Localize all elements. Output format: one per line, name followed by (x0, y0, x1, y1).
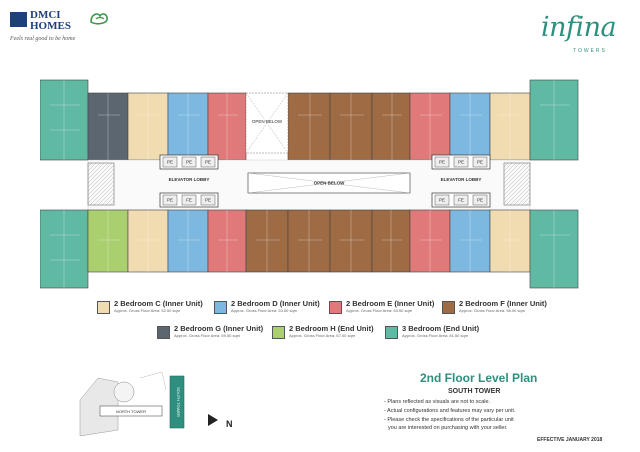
north-letter: N (226, 419, 233, 429)
north-tower-label: NORTH TOWER (116, 409, 146, 414)
elevator-lobby-left-label: ELEVATOR LOBBY (169, 177, 210, 182)
plan-notes: - Plans reflected as visuals are not to … (384, 398, 614, 433)
elevator-tag: PE (439, 160, 445, 165)
legend-swatch (214, 301, 227, 314)
note-line: - Actual configurations and features may… (384, 407, 516, 414)
elevator-tag: FE (458, 198, 464, 203)
legend-swatch (442, 301, 455, 314)
infina-brand-subtitle: TOWERS (573, 48, 607, 54)
dmci-homes-logo: DMCI HOMES Feels real good to be home (10, 10, 128, 50)
tagline: Feels real good to be home (10, 36, 76, 42)
legend-item-2br-d: 2 Bedroom D (Inner Unit) Approx. Gross F… (214, 299, 354, 318)
legend-item-2br-f: 2 Bedroom F (Inner Unit) Approx. Gross F… (442, 299, 557, 318)
legend-name: 3 Bedroom (End Unit) (402, 324, 480, 333)
elevator-tag: PE (458, 160, 464, 165)
note-line: you are interested on purchasing with yo… (388, 425, 508, 432)
upper-unit-row (40, 79, 579, 161)
infina-brand-title: infina (541, 12, 617, 43)
legend-area: Approx. Gross Floor Area: 53.50 sqm (346, 308, 413, 313)
elevator-tag: PE (477, 198, 483, 203)
legend-item-2br-h: 2 Bedroom H (End Unit) Approx. Gross Flo… (272, 324, 412, 343)
unit-2br-f-upper-3 (371, 92, 411, 161)
elevator-tag: PE (439, 198, 445, 203)
legend-area: Approx. Gross Floor Area: 67.00 sqm (289, 333, 356, 338)
building-icon (10, 12, 27, 27)
open-below-top: OPEN BELOW (245, 92, 289, 154)
legend-swatch (157, 326, 170, 339)
stair-left (87, 162, 115, 206)
elevator-tag: PE (205, 198, 211, 203)
elevator-tag: FE (186, 198, 192, 203)
legend-name: 2 Bedroom G (Inner Unit) (174, 324, 264, 333)
legend-swatch (97, 301, 110, 314)
elevator-tag: PE (167, 198, 173, 203)
elevator-tag: PE (205, 160, 211, 165)
legend-swatch (329, 301, 342, 314)
legend-name: 2 Bedroom D (Inner Unit) (231, 299, 320, 308)
elevator-tag: PE (186, 160, 192, 165)
stair-right (503, 162, 531, 206)
logo-line1: DMCI (30, 9, 61, 21)
legend-area: Approx. Gross Floor Area: 59.50 sqm (174, 333, 241, 338)
legend-area: Approx. Gross Floor Area: 52.50 sqm (114, 308, 181, 313)
open-below-center: OPEN BELOW (247, 172, 411, 194)
legend-item-2br-g: 2 Bedroom G (Inner Unit) Approx. Gross F… (157, 324, 297, 343)
open-below-top-label: OPEN BELOW (252, 119, 283, 124)
note-line: - Plans reflected as visuals are not to … (384, 399, 491, 405)
legend-item-3br: 3 Bedroom (End Unit) Approx. Gross Floor… (385, 324, 525, 343)
leaf-icon (90, 13, 108, 25)
south-tower-label: SOUTH TOWER (176, 387, 181, 417)
legend-area: Approx. Gross Floor Area: 53.50 sqm (231, 308, 298, 313)
legend-item-2br-c: 2 Bedroom C (Inner Unit) Approx. Gross F… (97, 299, 237, 318)
legend-name: 2 Bedroom F (Inner Unit) (459, 299, 547, 308)
legend-swatch (385, 326, 398, 339)
legend-name: 2 Bedroom C (Inner Unit) (114, 299, 203, 308)
elevator-bank-left: PE PE PE PE FE PE ELEVATOR LOBBY (159, 154, 219, 208)
elevator-tag: PE (167, 160, 173, 165)
legend-name: 2 Bedroom H (End Unit) (289, 324, 374, 333)
open-below-center-label: OPEN BELOW (314, 181, 346, 186)
effective-date: EFFECTIVE JANUARY 2018 (537, 437, 603, 443)
legend-item-2br-e: 2 Bedroom E (Inner Unit) Approx. Gross F… (329, 299, 469, 318)
plan-subtitle: SOUTH TOWER (448, 388, 501, 395)
legend-swatch (272, 326, 285, 339)
legend-name: 2 Bedroom E (Inner Unit) (346, 299, 435, 308)
floor-plan: OPEN BELOW PE PE PE PE FE PE ELEVATOR LO… (40, 79, 579, 289)
key-plan: NORTH TOWER SOUTH TOWER (79, 371, 218, 437)
room-partitions (50, 80, 570, 288)
legend-area: Approx. Gross Floor Area: 56.00 sqm (459, 308, 526, 313)
plan-title: 2nd Floor Level Plan (420, 371, 538, 385)
elevator-tag: PE (477, 160, 483, 165)
elevator-lobby-right-label: ELEVATOR LOBBY (441, 177, 482, 182)
unit-2br-f-upper-1 (287, 92, 331, 161)
north-arrow-icon (208, 414, 218, 426)
unit-legend: 2 Bedroom C (Inner Unit) Approx. Gross F… (97, 299, 557, 343)
elevator-bank-right: PE PE PE PE FE PE ELEVATOR LOBBY (431, 154, 491, 208)
logo-line2: HOMES (30, 20, 71, 32)
note-line: - Please check the specifications of the… (384, 416, 514, 423)
legend-area: Approx. Gross Floor Area: 81.50 sqm (402, 333, 469, 338)
